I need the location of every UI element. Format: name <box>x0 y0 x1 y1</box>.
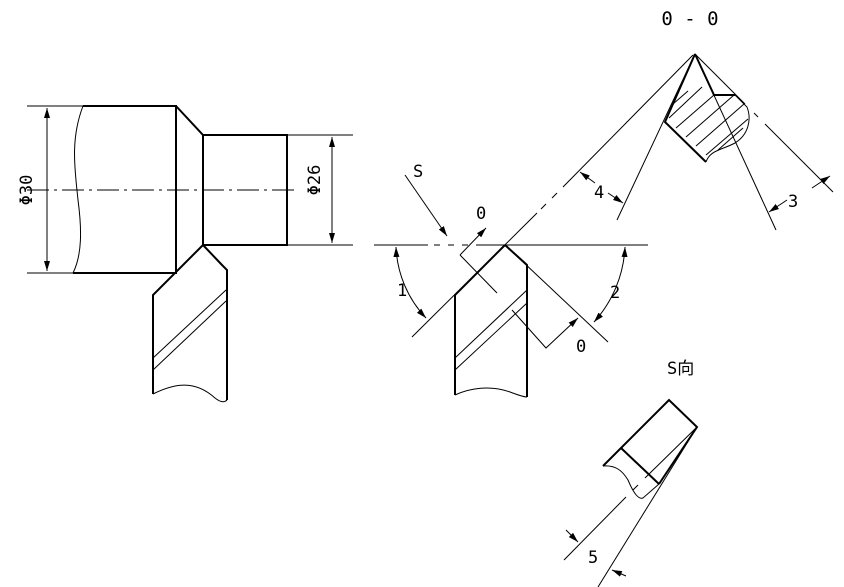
section-hatch <box>668 86 749 156</box>
workpiece-view: Φ30 Φ26 <box>17 105 353 403</box>
extension-lines <box>27 105 353 274</box>
angle-3-label: 3 <box>788 192 798 212</box>
angle-4-label: 4 <box>594 183 604 203</box>
s-view-edge-line <box>597 426 698 587</box>
s-view-dashed-line <box>563 426 698 561</box>
section-face-lines <box>616 53 777 231</box>
s-view-break-line <box>602 465 660 499</box>
angle-1-arc <box>393 246 427 319</box>
section-outer-line-right <box>694 53 834 193</box>
tool-angle-view: S 0 0 1 2 4 <box>374 54 694 398</box>
section-outline <box>663 53 735 163</box>
dimension-d30-label: Φ30 <box>17 175 37 206</box>
angle-5-arrow-a <box>565 529 579 543</box>
section-0-0-view: 0 - 0 3 <box>616 8 834 231</box>
section-break-line <box>705 94 750 163</box>
angle-5-arrow-b <box>611 569 627 577</box>
s-direction-label: S <box>413 162 423 182</box>
section-line-upper <box>459 228 498 294</box>
angle-4-arrow-a <box>579 171 596 184</box>
s-direction-arrow <box>404 174 448 237</box>
turning-tool-middle <box>454 244 528 397</box>
section-mark-upper: 0 <box>476 204 486 224</box>
angle-3-arrow-a <box>811 175 831 189</box>
section-mark-lower: 0 <box>576 337 586 357</box>
turning-tool-left <box>152 244 228 400</box>
angle-1-label: 1 <box>397 281 407 301</box>
tool-hatch-middle <box>454 289 528 398</box>
s-view-label: S向 <box>667 359 694 379</box>
s-direction-view: S向 5 <box>563 359 699 587</box>
break-line <box>72 105 84 274</box>
angle-3-arrow-b <box>768 199 788 213</box>
tool-hatch <box>152 289 228 403</box>
angle-5-label: 5 <box>588 548 598 568</box>
angle-2-label: 2 <box>610 283 620 303</box>
dimension-d26-label: Φ26 <box>305 165 325 196</box>
section-title: 0 - 0 <box>661 8 718 30</box>
angle-2-arc <box>593 246 628 323</box>
angle-4-arrow-b <box>607 192 624 204</box>
s-view-outline <box>602 398 699 485</box>
section-line-lower <box>511 309 579 349</box>
